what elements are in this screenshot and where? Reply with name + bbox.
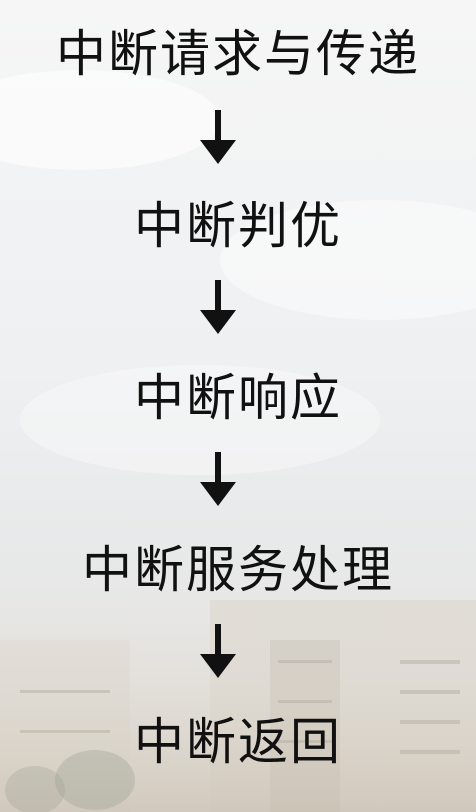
down-arrow-icon [196, 110, 240, 170]
step-interrupt-return: 中断返回 [134, 713, 342, 771]
down-arrow-icon [196, 452, 240, 512]
down-arrow-icon [196, 624, 240, 684]
step-interrupt-request: 中断请求与传递 [56, 25, 420, 83]
down-arrow-icon [196, 280, 240, 340]
step-interrupt-priority: 中断判优 [134, 197, 342, 255]
step-interrupt-service: 中断服务处理 [82, 541, 394, 599]
step-interrupt-response: 中断响应 [134, 369, 342, 427]
